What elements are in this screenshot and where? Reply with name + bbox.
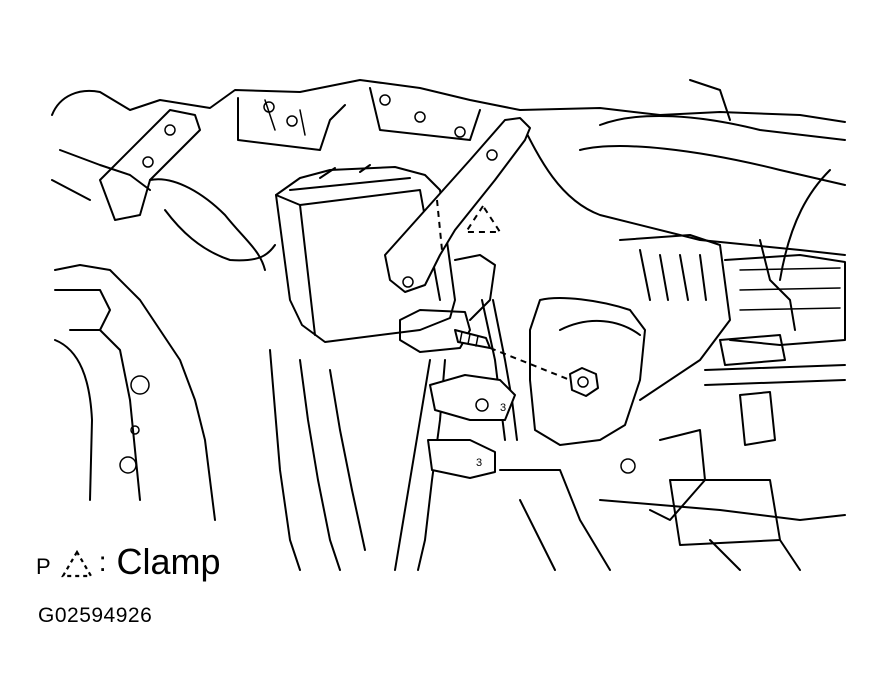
- legend-letter: P: [36, 554, 51, 579]
- stud-bolt: [454, 329, 491, 349]
- dashed-triangle-icon: [60, 549, 93, 578]
- brake-lines: [269, 299, 518, 571]
- bracket-clamp-dashes: [436, 199, 443, 251]
- legend-label: Clamp: [116, 541, 221, 582]
- pipe-clamp-upper: 3: [429, 374, 516, 421]
- callout-mark-lower: 3: [476, 457, 482, 469]
- nut: [569, 367, 599, 397]
- legend-colon: :: [98, 546, 107, 577]
- pipe-clamp-lower: 3: [427, 439, 496, 479]
- background-structure: [51, 79, 846, 256]
- legend: P : Clamp: [36, 532, 221, 580]
- right-components: [499, 169, 846, 571]
- mounting-bracket: [384, 117, 531, 353]
- callout-mark-upper: 3: [500, 402, 506, 414]
- actuator-unit: [275, 164, 456, 343]
- left-bracket: [54, 109, 276, 521]
- clamp-marker: [464, 204, 502, 233]
- figure-code: G02594926: [38, 604, 153, 627]
